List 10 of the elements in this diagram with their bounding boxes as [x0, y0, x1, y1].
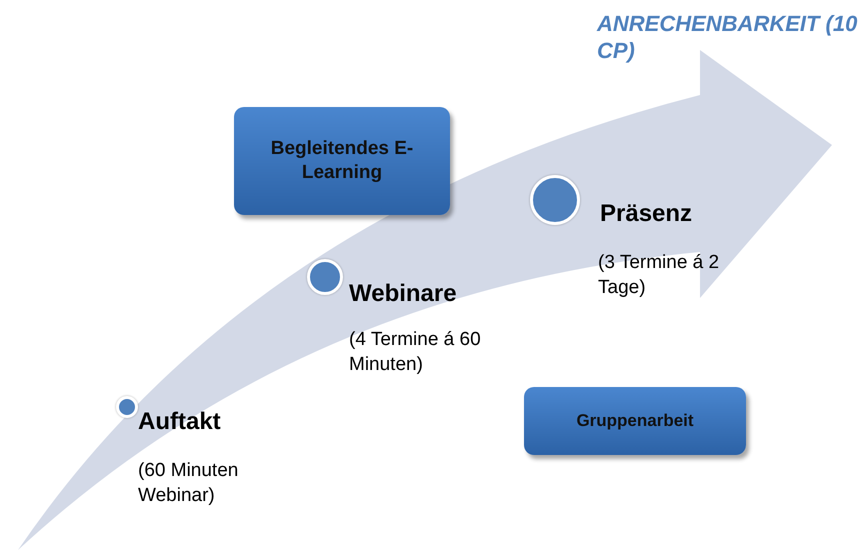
milestone-description: (60 Minuten Webinar) — [138, 459, 240, 508]
process-box: Gruppenarbeit — [524, 387, 746, 455]
arrow-caption: ANRECHENBARKEIT (10 CP) — [597, 10, 858, 64]
milestone-description: (4 Termine á 60 Minuten) — [349, 328, 482, 377]
milestone-description: (3 Termine á 2 Tage) — [598, 251, 720, 300]
milestone-title: Auftakt — [138, 408, 221, 436]
process-box: Begleitendes E-Learning — [234, 107, 450, 215]
milestone-title: Präsenz — [600, 200, 692, 228]
milestone-circle — [116, 396, 138, 418]
milestone-title: Webinare — [349, 280, 457, 308]
